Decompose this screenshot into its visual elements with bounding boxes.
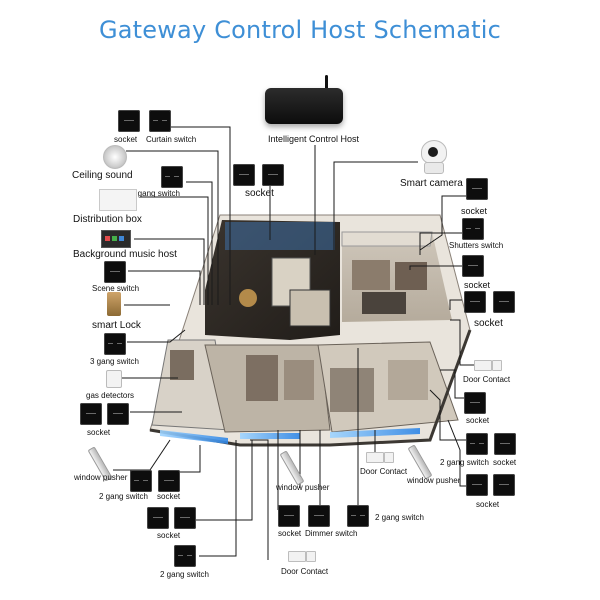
socket-panel-icon [466, 474, 488, 496]
label-music-host: Background music host [73, 249, 177, 260]
socket-panel-icon [462, 255, 484, 277]
socket-panel-icon [107, 403, 129, 425]
socket-panel-icon [278, 505, 300, 527]
label-smart-camera: Smart camera [400, 178, 463, 189]
socket-panel-icon [118, 110, 140, 132]
music-host-icon [101, 230, 131, 248]
label-distribution-box: Distribution box [73, 214, 142, 225]
router-icon [265, 88, 343, 124]
label-window-pusher-c: window pusher [276, 483, 330, 492]
door-contact-icon [288, 551, 316, 562]
socket-panel-icon [233, 164, 255, 186]
gas-detector-icon [106, 370, 122, 388]
label-socket-4: socket [157, 531, 181, 540]
socket-panel-icon [464, 392, 486, 414]
socket-panel-icon [262, 164, 284, 186]
socket-panel-icon [174, 507, 196, 529]
label-socket-r4: socket [466, 416, 490, 425]
label-scene-switch: Scene switch [92, 284, 140, 293]
label-gas-detectors: gas detectors [86, 391, 135, 400]
label-dimmer-switch: Dimmer switch [305, 529, 358, 538]
door-contact-icon [366, 452, 394, 463]
dimmer-switch-icon [308, 505, 330, 527]
label-smart-lock: smart Lock [92, 320, 141, 331]
distribution-box-icon [99, 189, 137, 211]
three-gang-switch-icon [104, 333, 126, 355]
socket-panel-icon [493, 291, 515, 313]
curtain-switch-icon [149, 110, 171, 132]
shutters-switch-icon [462, 218, 484, 240]
label-socket-2: socket [87, 428, 111, 437]
label-door-contact-b: Door Contact [281, 567, 329, 576]
door-contact-icon [474, 360, 502, 371]
label-socket-1: socket [114, 135, 138, 144]
label-window-pusher-1: window pusher [74, 473, 128, 482]
socket-panel-icon [466, 178, 488, 200]
label-window-pusher-r: window pusher [407, 476, 461, 485]
label-2-gang-switch-bc: 2 gang switch [375, 513, 424, 522]
label-socket-r6: socket [476, 500, 500, 509]
label-shutters-switch: Shutters switch [449, 241, 504, 250]
label-socket-r5: socket [493, 458, 517, 467]
wiring-lines [113, 126, 475, 560]
label-curtain-switch: Curtain switch [146, 135, 197, 144]
label-2-gang-switch-1: 2 gang switch [131, 189, 180, 198]
two-gang-switch-icon [161, 166, 183, 188]
label-socket-bc: socket [278, 529, 302, 538]
label-socket-r2: socket [464, 280, 491, 290]
label-socket-top: socket [245, 188, 274, 199]
label-2-gang-switch-2: 2 gang switch [99, 492, 148, 501]
label-2-gang-switch-3: 2 gang switch [160, 570, 209, 579]
two-gang-switch-icon [466, 433, 488, 455]
socket-panel-icon [494, 433, 516, 455]
two-gang-switch-icon [174, 545, 196, 567]
label-2-gang-switch-r: 2 gang switch [440, 458, 489, 467]
antenna-icon [325, 75, 328, 95]
ceiling-speaker-icon [103, 145, 127, 169]
socket-panel-icon [493, 474, 515, 496]
socket-panel-icon [147, 507, 169, 529]
label-socket-r3: socket [474, 318, 503, 329]
label-ceiling-sound: Ceiling sound [72, 170, 133, 181]
hub-label: Intelligent Control Host [268, 134, 360, 144]
two-gang-switch-icon [130, 470, 152, 492]
socket-panel-icon [158, 470, 180, 492]
diagram-title: Gateway Control Host Schematic [98, 16, 502, 44]
label-socket-3: socket [157, 492, 181, 501]
smart-lock-icon [107, 292, 121, 316]
label-door-contact-c: Door Contact [360, 467, 408, 476]
label-3-gang-switch: 3 gang switch [90, 357, 139, 366]
label-socket-r1: socket [461, 206, 488, 216]
socket-panel-icon [464, 291, 486, 313]
socket-panel-icon [80, 403, 102, 425]
house-floor-plan [149, 214, 472, 447]
label-door-contact-r: Door Contact [463, 375, 511, 384]
scene-switch-icon [104, 261, 126, 283]
smart-camera-icon [418, 140, 448, 174]
two-gang-switch-icon [347, 505, 369, 527]
